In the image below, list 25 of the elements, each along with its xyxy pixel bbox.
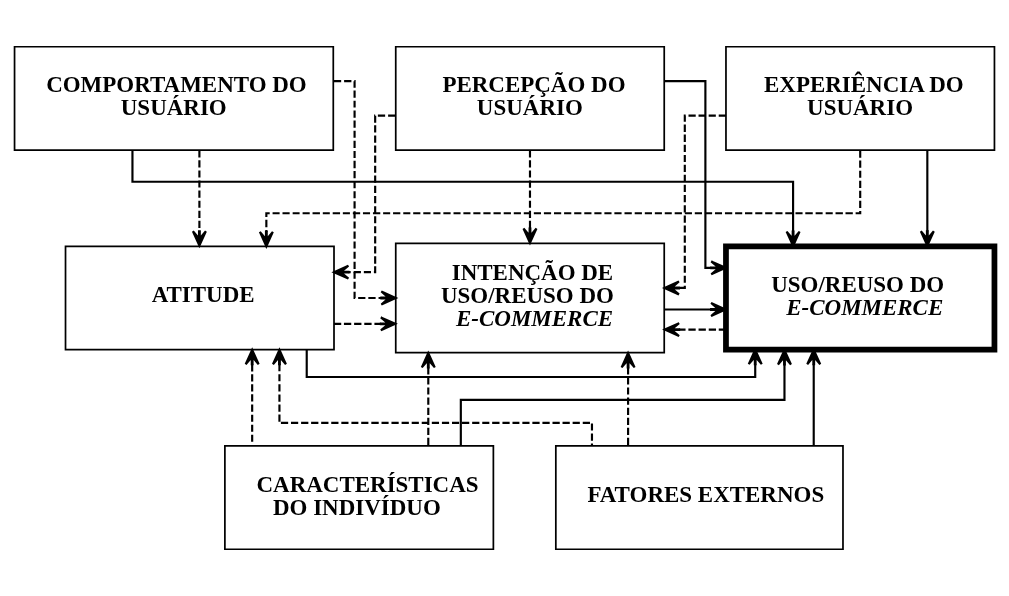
arrow — [459, 349, 792, 446]
node-box: CARACTERÍSTICAS DO INDIVÍDUO — [224, 445, 495, 551]
arrow — [332, 114, 396, 280]
arrow — [334, 316, 397, 332]
arrow — [522, 150, 538, 244]
node-box: EXPERIÊNCIA DO USUÁRIO — [725, 45, 996, 151]
arrow — [919, 150, 935, 247]
node-box: COMPORTAMENTO DO USUÁRIO — [13, 45, 335, 151]
node-box: INTENÇÃO DE USO/REUSO DO E-COMMERCE — [394, 242, 666, 354]
node-box: USO/REUSO DO E-COMMERCE — [723, 243, 998, 353]
arrow — [333, 80, 397, 306]
arrow — [271, 348, 594, 446]
node-box: FATORES EXTERNOS — [554, 445, 844, 551]
arrow — [305, 348, 763, 379]
arrow — [420, 352, 436, 446]
arrow — [620, 352, 636, 446]
arrow — [131, 150, 801, 248]
arrow — [663, 322, 726, 338]
arrow — [664, 301, 727, 318]
arrow — [663, 114, 726, 296]
arrow — [664, 80, 727, 276]
node-box: PERCEPÇÃO DO USUÁRIO — [394, 45, 666, 151]
arrow — [258, 150, 862, 248]
arrow — [191, 150, 207, 247]
node-box: ATITUDE — [64, 245, 335, 351]
